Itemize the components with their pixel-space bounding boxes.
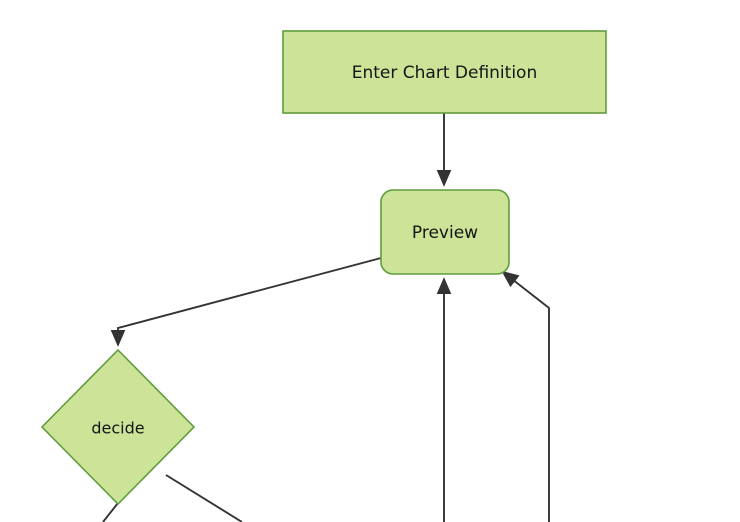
node-enter-chart-definition-shape[interactable] (282, 30, 607, 114)
edge-decide-down-right (165, 474, 243, 522)
node-preview[interactable]: Preview (380, 189, 510, 275)
node-decide-shape[interactable] (40, 348, 196, 506)
edge-decide-down-left (102, 502, 119, 522)
node-enter-chart-definition[interactable]: Enter Chart Definition (282, 30, 607, 114)
edge-layer (102, 113, 550, 522)
node-decide[interactable]: decide (40, 348, 196, 506)
node-layer: Enter Chart Definition Preview decide (40, 30, 607, 506)
node-enter-chart-definition-label: Enter Chart Definition (352, 63, 537, 83)
node-preview-shape[interactable] (380, 189, 510, 275)
node-decide-label: decide (91, 419, 144, 438)
edge-return-right-to-preview (501, 270, 550, 522)
edge-preview-to-decide (110, 257, 382, 347)
node-preview-label: Preview (412, 223, 478, 243)
